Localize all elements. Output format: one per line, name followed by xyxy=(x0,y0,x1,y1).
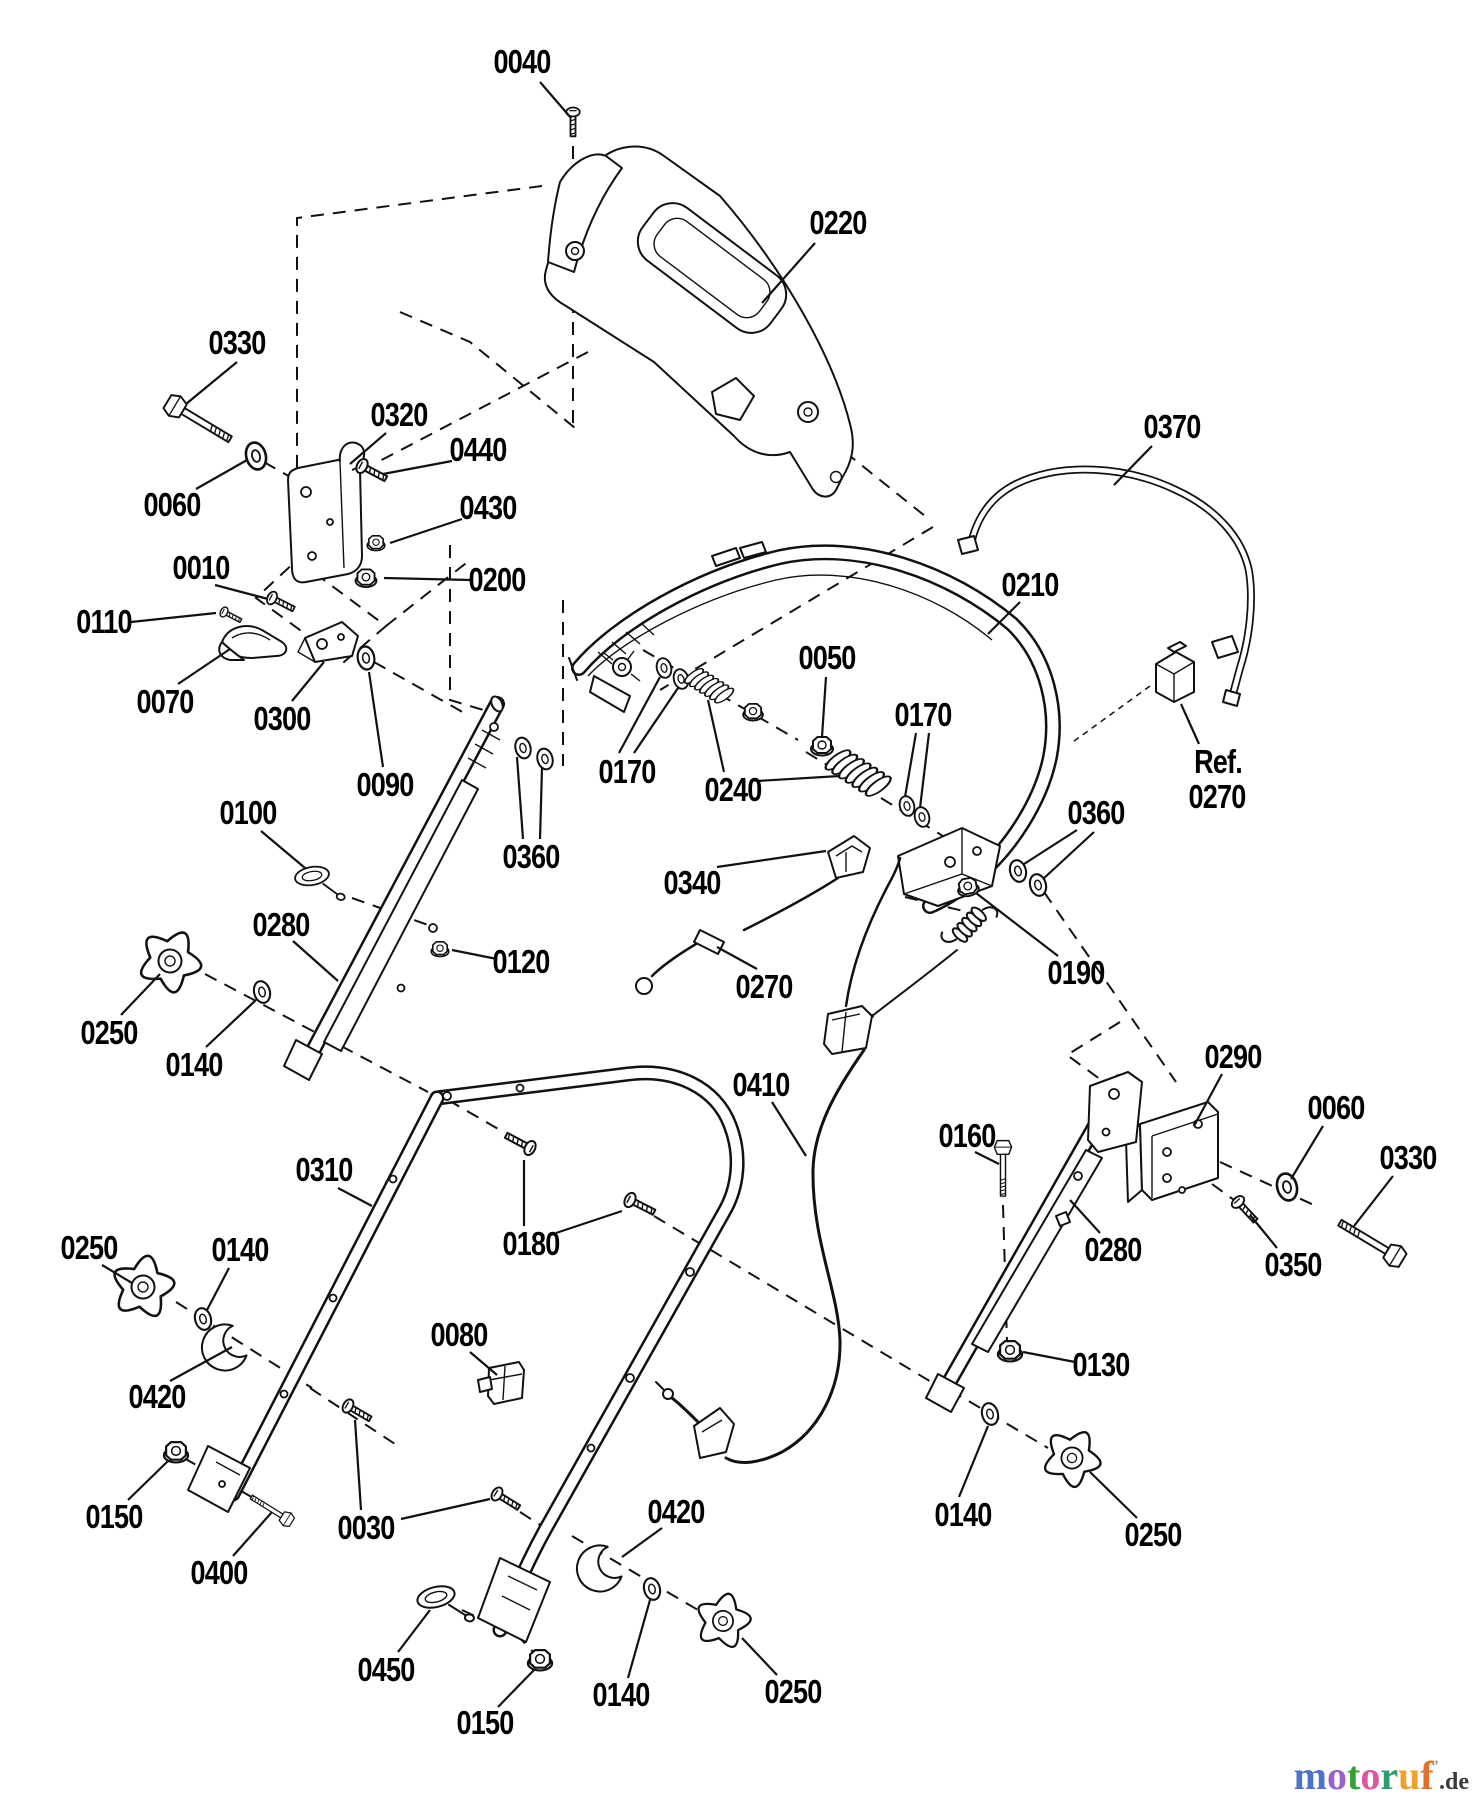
part-label-0250-40: 0250 xyxy=(1124,1516,1183,1553)
part-label-0100-13: 0100 xyxy=(219,794,278,831)
part-label-0300-11: 0300 xyxy=(253,700,312,737)
handle-housing xyxy=(543,145,854,498)
part-label-0110-9: 0110 xyxy=(76,603,132,640)
part-label-0420-50: 0420 xyxy=(647,1493,706,1530)
part-label-0370-24: 0370 xyxy=(1143,408,1202,445)
part-label-0360-18: 0360 xyxy=(502,838,561,875)
control-cable-0270 xyxy=(635,876,840,995)
part-label-0290-33: 0290 xyxy=(1204,1038,1263,1075)
part-label-0160-32: 0160 xyxy=(938,1117,997,1154)
part-label-0190-28: 0190 xyxy=(1047,954,1106,991)
part-label-0250-52: 0250 xyxy=(764,1673,823,1710)
watermark-letter-5: u xyxy=(1398,1753,1421,1798)
latch-plate-0300 xyxy=(297,621,359,663)
part-label-0330-35: 0330 xyxy=(1379,1139,1438,1176)
part-label-0440-5: 0440 xyxy=(449,431,508,468)
part-label-0320-4: 0320 xyxy=(370,396,429,433)
part-label-0310-41: 0310 xyxy=(295,1151,354,1188)
part-label-0070-10: 0070 xyxy=(136,683,195,720)
part-label-0060-3: 0060 xyxy=(143,486,202,523)
watermark-letter-6: f xyxy=(1420,1753,1434,1798)
left-upper-handle-tube xyxy=(283,695,505,1081)
part-label-0250-48: 0250 xyxy=(60,1229,119,1266)
part-label-0360-27: 0360 xyxy=(1067,794,1126,831)
part-label-0200-7: 0200 xyxy=(468,561,527,598)
part-label-0140-49: 0140 xyxy=(211,1231,270,1268)
watermark-letter-0: m xyxy=(1293,1753,1327,1798)
lower-handle-loop xyxy=(187,1065,745,1643)
part-label-0400-45: 0400 xyxy=(190,1554,249,1591)
watermark-letter-2: t xyxy=(1347,1753,1361,1798)
latch-lever-0070 xyxy=(218,625,288,661)
part-label-0170-19: 0170 xyxy=(598,753,657,790)
part-label-0120-15: 0120 xyxy=(492,943,551,980)
part-label-0210-23: 0210 xyxy=(1001,566,1060,603)
bail-rod xyxy=(957,465,1255,707)
interlock-switch xyxy=(1069,641,1195,745)
part-label-0010-8: 0010 xyxy=(172,549,231,586)
part-label-0150-46: 0150 xyxy=(85,1498,144,1535)
watermark: motoruf’.de xyxy=(1294,1756,1469,1796)
watermark-trademark: ’ xyxy=(1433,1758,1439,1775)
part-label-0330-2: 0330 xyxy=(208,324,267,361)
part-label-0140-39: 0140 xyxy=(934,1496,993,1533)
cable-clip-0080 xyxy=(477,1361,525,1405)
watermark-suffix: .de xyxy=(1439,1769,1469,1795)
part-label-0420-47: 0420 xyxy=(128,1378,187,1415)
part-label-0350-36: 0350 xyxy=(1264,1246,1323,1283)
part-label-0030-44: 0030 xyxy=(337,1509,396,1546)
part-label-0060-34: 0060 xyxy=(1307,1089,1366,1126)
watermark-word: motoruf xyxy=(1294,1753,1434,1798)
part-label-0130-38: 0130 xyxy=(1072,1346,1131,1383)
label-leader-lines xyxy=(101,81,1394,1708)
part-label-0080-43: 0080 xyxy=(430,1316,489,1353)
upper-handle-tube xyxy=(568,541,1061,914)
part-label-0140-51: 0140 xyxy=(592,1676,651,1713)
part-label-0280-37: 0280 xyxy=(1084,1231,1143,1268)
part-label-0250-16: 0250 xyxy=(80,1014,139,1051)
part-label-0090-12: 0090 xyxy=(356,766,415,803)
watermark-letter-1: o xyxy=(1327,1753,1347,1798)
part-label-0270-26: 0270 xyxy=(1188,778,1247,815)
part-label-0340-29: 0340 xyxy=(663,864,722,901)
part-label-0180-42: 0180 xyxy=(502,1225,561,1262)
part-label-0270-30: 0270 xyxy=(735,968,794,1005)
part-label-0240-20: 0240 xyxy=(704,771,763,808)
part-label-0450-54: 0450 xyxy=(357,1651,416,1688)
watermark-letter-3: o xyxy=(1360,1753,1381,1798)
mount-bracket-0320 xyxy=(287,441,366,584)
part-label-0040-0: 0040 xyxy=(493,43,552,80)
part-label-0220-1: 0220 xyxy=(809,204,868,241)
wire-harness-0410 xyxy=(655,856,902,1465)
part-label-0050-21: 0050 xyxy=(798,639,857,676)
part-label-0410-31: 0410 xyxy=(732,1066,791,1103)
part-label-ref-25: Ref. xyxy=(1194,743,1243,780)
watermark-letter-4: r xyxy=(1380,1753,1399,1798)
part-label-0150-53: 0150 xyxy=(456,1704,515,1741)
cable-bracket-0340 xyxy=(827,835,871,879)
part-label-0430-6: 0430 xyxy=(459,489,518,526)
part-label-0170-22: 0170 xyxy=(894,696,953,733)
part-label-0280-14: 0280 xyxy=(252,906,311,943)
part-label-0140-17: 0140 xyxy=(165,1046,224,1083)
